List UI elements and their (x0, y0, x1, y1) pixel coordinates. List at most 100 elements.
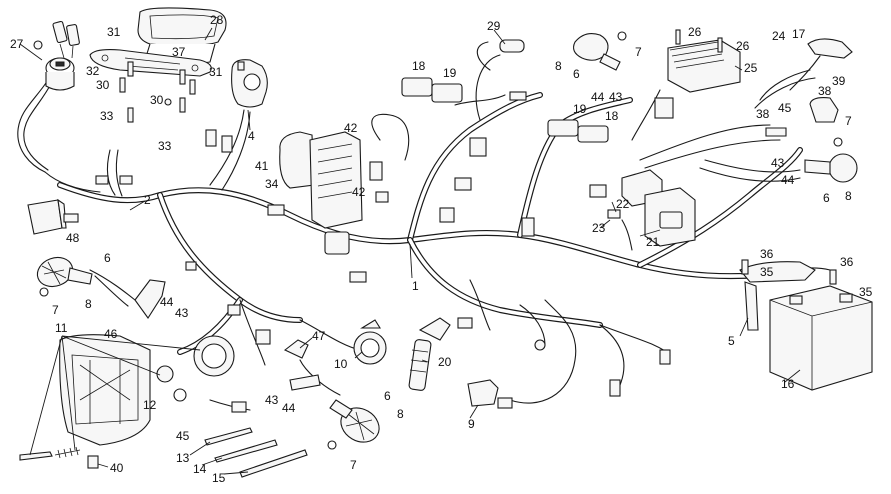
callout-23: 23 (592, 221, 606, 235)
ignition-coil (408, 317, 451, 391)
callout-12: 12 (143, 398, 157, 412)
battery (769, 285, 873, 391)
callout-36a: 36 (760, 247, 774, 261)
leader-lines (19, 27, 801, 475)
voltage-regulator (654, 39, 741, 119)
callout-8d: 8 (397, 407, 404, 421)
callout-18a: 18 (412, 59, 426, 73)
connector-block-18-19 (401, 77, 609, 143)
callout-40: 40 (110, 461, 124, 475)
callout-6b: 6 (573, 67, 580, 81)
rear-light (789, 38, 853, 91)
callout-8c: 8 (845, 189, 852, 203)
connector-9 (467, 379, 513, 409)
callout-13: 13 (176, 451, 190, 465)
turn-signal-rear-right (804, 153, 858, 183)
callout-46: 46 (104, 327, 118, 341)
callout-15: 15 (212, 471, 226, 485)
callout-39: 39 (832, 74, 846, 88)
cable-ties (204, 427, 308, 478)
plate-light (765, 97, 839, 137)
callout-1: 1 (412, 279, 419, 293)
callout-29: 29 (487, 19, 501, 33)
instrument-bracket (89, 49, 212, 77)
callout-16: 16 (781, 377, 795, 391)
callout-labels: 1 2 4 5 6 6 6 6 7 7 7 7 8 8 8 8 9 10 11 … (10, 13, 873, 485)
screws-26 (675, 29, 723, 53)
handlebar-switch (205, 59, 268, 153)
callout-25: 25 (744, 61, 758, 75)
callout-18b: 18 (605, 109, 619, 123)
callout-7a: 7 (52, 303, 59, 317)
callout-22: 22 (616, 197, 630, 211)
callout-30a: 30 (96, 78, 110, 92)
callout-31a: 31 (107, 25, 121, 39)
callout-43b: 43 (265, 393, 279, 407)
callout-42a: 42 (344, 121, 358, 135)
callout-26a: 26 (688, 25, 702, 39)
callout-44d: 44 (781, 173, 795, 187)
callout-17: 17 (792, 27, 806, 41)
headlight (19, 334, 235, 461)
callout-43a: 43 (175, 306, 189, 320)
callout-32: 32 (86, 64, 100, 78)
pickup-sensor (476, 39, 527, 101)
callout-35b: 35 (859, 285, 873, 299)
turn-signal-front-left (36, 256, 93, 288)
turn-signal-rear-left (329, 399, 380, 443)
callout-8a: 8 (85, 297, 92, 311)
callout-24: 24 (772, 29, 786, 43)
callout-28: 28 (210, 13, 224, 27)
relay-left (27, 198, 79, 235)
callout-6c: 6 (823, 191, 830, 205)
callout-36b: 36 (840, 255, 854, 269)
callout-2: 2 (144, 193, 151, 207)
callout-38b: 38 (756, 107, 770, 121)
relay-fuse-box (589, 169, 696, 251)
callout-5: 5 (728, 334, 735, 348)
callout-33b: 33 (158, 139, 172, 153)
callout-14: 14 (193, 462, 207, 476)
callout-45b: 45 (778, 101, 792, 115)
battery-bracket (739, 259, 837, 331)
callout-45a: 45 (176, 429, 190, 443)
callout-42b: 42 (352, 185, 366, 199)
ignition-switch (33, 20, 80, 91)
callout-26b: 26 (736, 39, 750, 53)
clip-40 (87, 455, 99, 469)
callout-7b: 7 (635, 45, 642, 59)
callout-43c: 43 (609, 90, 623, 104)
callout-6d: 6 (384, 389, 391, 403)
screws-group (119, 61, 196, 123)
turn-signal-brackets (134, 279, 321, 391)
bulbs (39, 31, 843, 450)
mirror-turn-signal-right (573, 33, 621, 71)
callout-44b: 44 (282, 401, 296, 415)
ecu-unit (279, 131, 363, 255)
callout-10: 10 (334, 357, 348, 371)
callout-7d: 7 (350, 458, 357, 472)
callout-20: 20 (438, 355, 452, 369)
callout-37: 37 (172, 45, 186, 59)
callout-30b: 30 (150, 93, 164, 107)
callout-11: 11 (55, 321, 68, 335)
callout-38a: 38 (818, 84, 832, 98)
callout-43d: 43 (771, 156, 785, 170)
callout-6a: 6 (104, 251, 111, 265)
callout-35a: 35 (760, 265, 774, 279)
callout-34: 34 (265, 177, 279, 191)
horn (353, 319, 387, 365)
callout-27: 27 (10, 37, 24, 51)
callout-47: 47 (312, 329, 326, 343)
callout-21: 21 (646, 235, 660, 249)
callout-19b: 19 (573, 102, 587, 116)
misc-connectors (95, 137, 671, 413)
callout-4: 4 (248, 129, 255, 143)
callout-33a: 33 (100, 109, 114, 123)
callout-41: 41 (255, 159, 269, 173)
callout-19a: 19 (443, 66, 457, 80)
callout-9: 9 (468, 417, 475, 431)
callout-48: 48 (66, 231, 80, 245)
callout-8b: 8 (555, 59, 562, 73)
